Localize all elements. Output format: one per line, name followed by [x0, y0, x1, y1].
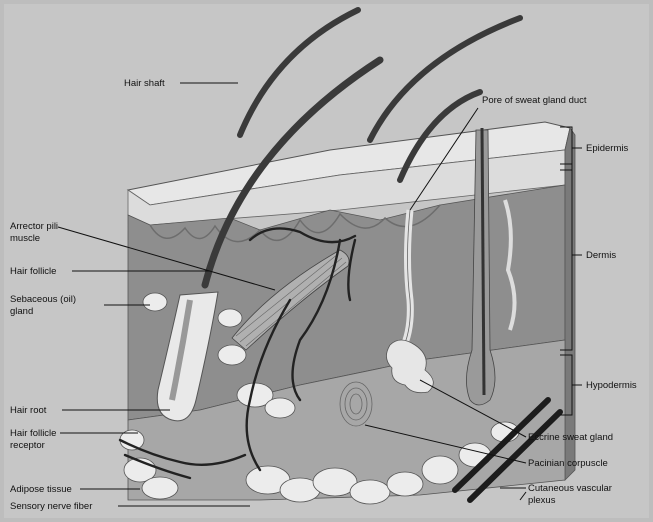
block-side-face [565, 128, 575, 480]
label-sebaceous-gland: Sebaceous (oil) [10, 294, 76, 305]
label-adipose-tissue: Adipose tissue [10, 484, 72, 495]
label-hypodermis: Hypodermis [586, 380, 637, 391]
label-dermis: Dermis [586, 250, 616, 261]
label-hair-follicle-receptor: Hair follicle [10, 428, 56, 439]
label-sebaceous-gland-2: gland [10, 306, 33, 317]
label-cutaneous-vascular: Cutaneous vascular [528, 483, 612, 494]
label-eccrine-sweat-gland: Eccrine sweat gland [528, 432, 613, 443]
label-hair-follicle: Hair follicle [10, 266, 56, 277]
label-cutaneous-vascular-plexus: plexus [528, 495, 556, 506]
label-hair-follicle-receptor-2: receptor [10, 440, 45, 451]
label-pacinian-corpuscle: Pacinian corpuscle [528, 458, 608, 469]
label-arrector-pili-muscle: muscle [10, 233, 40, 244]
label-epidermis: Epidermis [586, 143, 628, 154]
label-hair-shaft: Hair shaft [124, 78, 165, 89]
label-sensory-nerve-fiber: Sensory nerve fiber [10, 501, 92, 512]
label-arrector-pili: Arrector pili [10, 221, 58, 232]
label-pore-of-sweat-gland-duct: Pore of sweat gland duct [482, 95, 587, 106]
label-hair-root: Hair root [10, 405, 47, 416]
